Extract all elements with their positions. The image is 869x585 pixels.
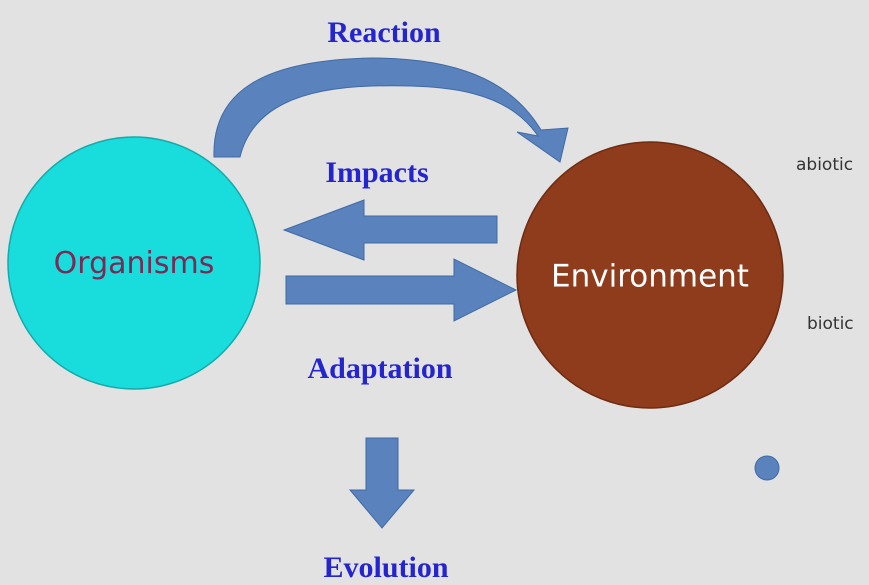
adaptation-arrow xyxy=(285,258,518,322)
environment-node xyxy=(516,141,784,409)
abiotic-note: abiotic xyxy=(796,155,854,175)
organisms-label: Organisms xyxy=(53,246,215,281)
reaction-label: Reaction xyxy=(327,16,441,49)
evolution-label: Evolution xyxy=(323,551,449,584)
impacts-arrow xyxy=(282,199,498,261)
biotic-note: biotic xyxy=(807,314,854,334)
reaction-arrow xyxy=(213,57,569,163)
evolution-arrow xyxy=(348,437,416,529)
organisms-node xyxy=(7,136,261,390)
impacts-label: Impacts xyxy=(325,156,429,189)
adaptation-label: Adaptation xyxy=(307,352,453,385)
bullet-dot xyxy=(754,455,780,481)
environment-label: Environment xyxy=(551,258,749,295)
